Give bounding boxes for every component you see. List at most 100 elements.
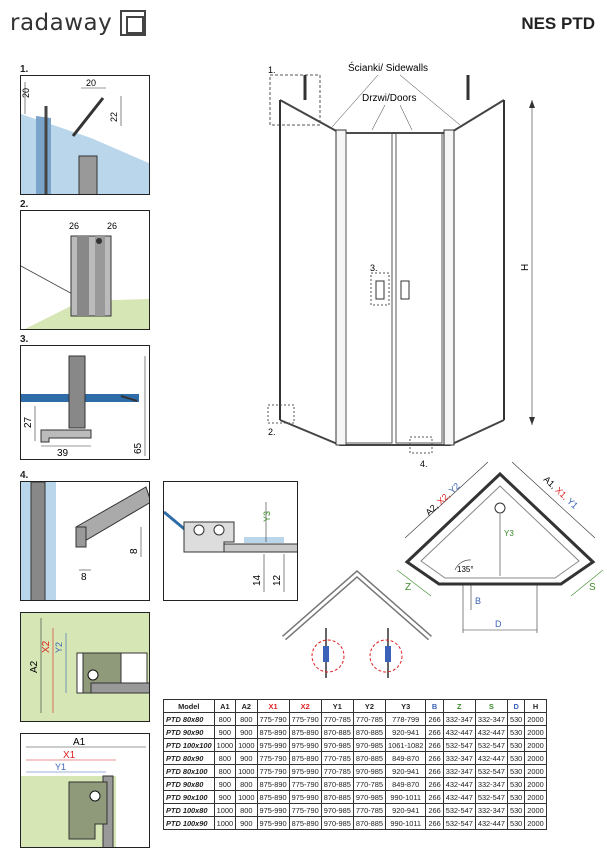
plan-s: S xyxy=(589,582,596,593)
plan-z: Z xyxy=(405,582,411,593)
bottom-outline xyxy=(279,419,505,446)
drain-icon xyxy=(494,502,506,514)
plan-d: D xyxy=(495,619,502,629)
dim-h: H xyxy=(520,264,531,271)
detail-6-drawing: A2 X2 Y2 xyxy=(21,613,149,721)
label-sidewalls: Ścianki/ Sidewalls xyxy=(348,61,428,74)
table-cell: 875-890 xyxy=(256,725,290,739)
swing-outline xyxy=(282,570,432,641)
table-cell: 1000 xyxy=(213,816,237,830)
left-door xyxy=(345,132,393,444)
table-cell: 2000 xyxy=(524,751,547,765)
table-cell: 849-870 xyxy=(385,777,427,791)
plan-y3: Y3 xyxy=(504,529,514,538)
door-section xyxy=(223,543,297,553)
right-door xyxy=(395,132,443,444)
header-d: D xyxy=(506,699,526,713)
table-cell: 2000 xyxy=(524,712,547,726)
detail-4-number: 4. xyxy=(20,470,29,481)
right-swing-circle xyxy=(369,639,403,673)
door-swing-drawing xyxy=(282,570,432,678)
detail-7-panel: A1 X1 Y1 xyxy=(20,733,150,848)
dim-x1: X1 xyxy=(63,750,76,761)
table-cell: 990-1011 xyxy=(385,790,427,804)
table-cell: 975-990 xyxy=(288,764,322,778)
table-cell: 532-547 xyxy=(474,790,508,804)
table-cell: 332-347 xyxy=(442,712,476,726)
table-cell: 870-885 xyxy=(320,777,354,791)
plan-left-label: A2, X2, Y2 xyxy=(424,481,462,518)
table-cell: 920-941 xyxy=(385,725,427,739)
table-cell: 800 xyxy=(235,777,258,791)
glass-edge xyxy=(36,116,51,194)
dim-26-left: 26 xyxy=(69,221,79,231)
table-cell: 900 xyxy=(235,751,258,765)
logo-square-icon xyxy=(120,10,146,36)
table-cell: 1061-1082 xyxy=(385,738,427,752)
detail-4-panel: 8 8 xyxy=(20,481,150,601)
table-cell: 875-890 xyxy=(288,816,322,830)
table-cell: 432-447 xyxy=(474,725,508,739)
table-cell: 532-547 xyxy=(474,738,508,752)
table-cell-model: PTD 90x100 xyxy=(163,790,215,804)
spec-table: Model A1 A2 X1 X2 Y1 Y2 Y3 B Z S D H PTD… xyxy=(163,699,547,830)
callout-1: 1. xyxy=(268,65,276,75)
plan-a1: A1, xyxy=(542,474,559,491)
table-cell: 332-347 xyxy=(474,712,508,726)
dim-65: 65 xyxy=(133,442,144,454)
table-cell: 266 xyxy=(425,816,444,830)
header-a2: A2 xyxy=(235,699,258,713)
table-cell: 432-447 xyxy=(474,751,508,765)
header-y1: Y1 xyxy=(320,699,354,713)
header-h: H xyxy=(524,699,547,713)
plan-angle: 135° xyxy=(457,565,474,574)
table-cell: 900 xyxy=(213,725,237,739)
callout-2: 2. xyxy=(268,427,276,437)
detail-3-drawing: 27 39 65 xyxy=(21,355,146,459)
left-hinge-icon xyxy=(323,646,329,662)
table-cell: 2000 xyxy=(524,790,547,804)
plan-b: B xyxy=(475,596,481,606)
table-cell: 1000 xyxy=(235,738,258,752)
table-cell: 1000 xyxy=(213,803,237,817)
header-s: S xyxy=(474,699,508,713)
table-cell: 770-785 xyxy=(352,712,387,726)
table-cell: 2000 xyxy=(524,803,547,817)
table-cell: 532-547 xyxy=(474,764,508,778)
table-cell-model: PTD 80x80 xyxy=(163,712,215,726)
dim-20-vertical: 20 xyxy=(21,88,31,98)
table-cell: 875-890 xyxy=(288,725,322,739)
table-cell: 920-941 xyxy=(385,803,427,817)
table-cell-model: PTD 80x100 xyxy=(163,764,215,778)
table-cell: 900 xyxy=(235,725,258,739)
header-z: Z xyxy=(442,699,476,713)
table-cell: 266 xyxy=(425,725,444,739)
table-cell: 800 xyxy=(213,751,237,765)
table-cell: 975-990 xyxy=(288,738,322,752)
callout-box-2 xyxy=(267,404,295,424)
plan-right-label: A1, X1, Y1 xyxy=(542,474,580,511)
table-cell: 970-985 xyxy=(320,803,354,817)
plan-a2: A2, xyxy=(424,501,441,518)
table-cell: 849-870 xyxy=(385,751,427,765)
table-cell: 775-790 xyxy=(256,712,290,726)
detail-7-drawing: A1 X1 Y1 xyxy=(21,737,149,847)
callout-3: 3. xyxy=(370,263,378,273)
header-b: B xyxy=(425,699,444,713)
table-cell: 775-790 xyxy=(288,803,322,817)
table-cell: 990-1011 xyxy=(385,816,427,830)
dim-26-right: 26 xyxy=(107,221,117,231)
table-cell: 530 xyxy=(506,816,526,830)
glass-wall xyxy=(21,114,149,194)
dim-y2: Y2 xyxy=(54,642,64,653)
dim-8-horizontal: 8 xyxy=(81,572,87,583)
dim-22: 22 xyxy=(109,112,119,122)
detail-6-panel: A2 X2 Y2 xyxy=(20,612,150,722)
table-cell: 530 xyxy=(506,803,526,817)
